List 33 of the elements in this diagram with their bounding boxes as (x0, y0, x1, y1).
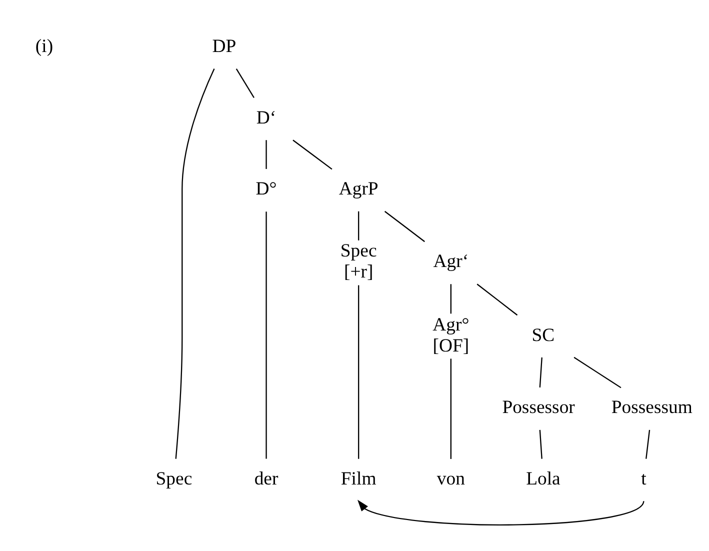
connector (476, 283, 518, 316)
node-text: D° (256, 178, 277, 200)
node-text: DP (212, 36, 236, 57)
connector (574, 356, 622, 388)
node-text: t (641, 468, 646, 490)
node-text: Possessor (502, 396, 575, 418)
node-text: von (436, 468, 465, 490)
node-text: Spec (156, 468, 192, 490)
node-text: SC (532, 324, 555, 346)
node-text: der (254, 468, 278, 490)
connector (175, 68, 215, 458)
node-text: Spec [+r] (340, 240, 377, 282)
node-text: Agr° [OF] (432, 314, 470, 356)
connector (266, 211, 267, 458)
node-text: Possessum (611, 396, 692, 418)
connector (539, 356, 542, 387)
node-text: Film (340, 468, 376, 490)
node-text: D‘ (256, 106, 276, 128)
connector (450, 284, 452, 314)
connector (266, 140, 267, 168)
connector (292, 139, 332, 170)
connector (450, 358, 452, 458)
node-text: AgrP (338, 178, 378, 200)
node-text: Lola (526, 468, 560, 490)
connector (358, 284, 360, 458)
label: (i) (35, 36, 54, 57)
connector (358, 210, 360, 240)
arrow (357, 499, 644, 525)
node-text: Agr‘ (433, 250, 469, 272)
connector (384, 210, 425, 242)
connector (539, 429, 542, 458)
connector (646, 429, 650, 458)
connector (236, 68, 254, 98)
